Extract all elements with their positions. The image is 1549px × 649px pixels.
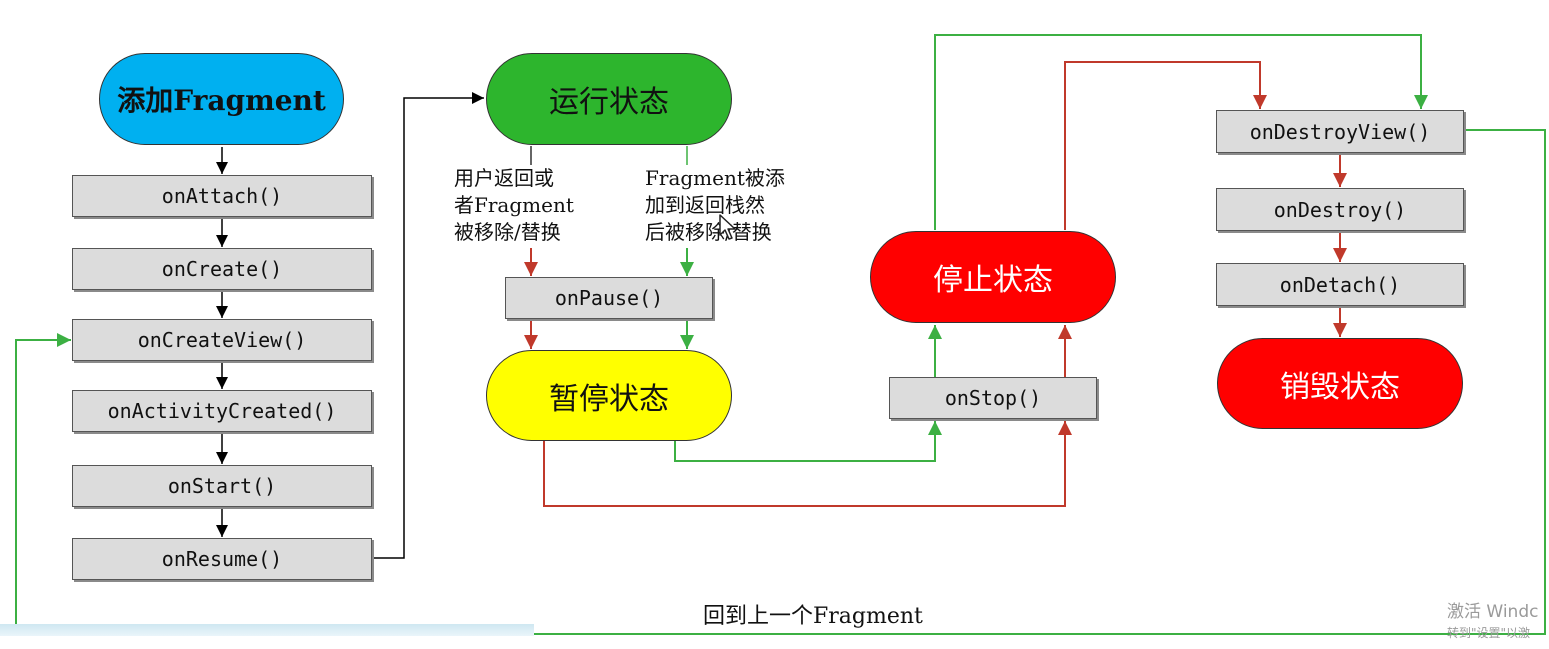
backstack-line-1: Fragment被添 <box>645 166 785 190</box>
on-create-label: onCreate() <box>161 257 283 281</box>
on-detach-label: onDetach() <box>1279 272 1401 297</box>
running-state-label: 运行状态 <box>549 85 669 120</box>
user-back-line-1: 用户返回或 <box>454 166 554 190</box>
on-pause-box: onPause() <box>505 277 713 319</box>
arrow-destroyview-back-to-createview <box>15 129 1546 635</box>
on-start-box: onStart() <box>72 465 372 507</box>
on-activity-created-box: onActivityCreated() <box>72 390 372 432</box>
return-previous-label: 回到上一个Fragment <box>703 604 923 629</box>
running-state: 运行状态 <box>486 53 732 145</box>
on-start-label: onStart() <box>167 474 277 498</box>
on-attach-box: onAttach() <box>72 175 372 217</box>
on-destroy-box: onDestroy() <box>1216 188 1464 231</box>
arrow-stopped-to-destroyview-red <box>1064 61 1267 230</box>
on-stop-box: onStop() <box>889 377 1097 419</box>
on-resume-box: onResume() <box>72 538 372 580</box>
arrow-stopped-to-destroyview-green <box>934 34 1428 230</box>
user-back-line-3: 被移除/替换 <box>454 220 561 244</box>
on-activity-created-label: onActivityCreated() <box>107 399 337 423</box>
backstack-line-2: 加到返回栈然 <box>645 193 765 217</box>
paused-state-label: 暂停状态 <box>549 381 669 417</box>
on-destroy-view-box: onDestroyView() <box>1216 110 1464 153</box>
user-back-label: 用户返回或 者Fragment 被移除/替换 <box>454 165 574 246</box>
horizontal-scrollbar[interactable] <box>0 624 534 636</box>
on-stop-label: onStop() <box>944 386 1042 410</box>
on-destroy-label: onDestroy() <box>1273 197 1407 222</box>
stopped-state-label: 停止状态 <box>933 263 1053 298</box>
user-back-line-2: 者Fragment <box>454 193 574 217</box>
on-resume-label: onResume() <box>161 547 283 571</box>
arrow-paused-to-stop-green <box>674 421 942 462</box>
add-fragment-label: 添加Fragment <box>117 84 326 117</box>
watermark-line-1: 激活 Windc <box>1447 602 1539 622</box>
arrow-paused-to-stop-red <box>543 421 1072 507</box>
on-destroy-view-label: onDestroyView() <box>1249 119 1431 144</box>
on-create-view-box: onCreateView() <box>72 319 372 361</box>
destroyed-state-label: 销毁状态 <box>1280 369 1400 405</box>
on-create-view-label: onCreateView() <box>137 328 307 352</box>
stopped-state: 停止状态 <box>870 231 1116 323</box>
mouse-cursor-icon <box>719 214 736 240</box>
backstack-label: Fragment被添 加到返回栈然 后被移除/替换 <box>645 165 785 246</box>
on-detach-box: onDetach() <box>1216 263 1464 306</box>
add-fragment-state: 添加Fragment <box>99 53 344 145</box>
arrow-resume-to-running <box>372 92 484 559</box>
paused-state: 暂停状态 <box>486 350 732 441</box>
watermark-line-2: 转到"设置"以激 <box>1447 626 1531 640</box>
on-attach-label: onAttach() <box>161 184 283 208</box>
on-pause-label: onPause() <box>554 286 664 310</box>
activation-watermark: 激活 Windc 转到"设置"以激 <box>1447 602 1538 644</box>
on-create-box: onCreate() <box>72 248 372 290</box>
destroyed-state: 销毁状态 <box>1217 338 1463 429</box>
backstack-line-3: 后被移除/替换 <box>645 220 772 244</box>
